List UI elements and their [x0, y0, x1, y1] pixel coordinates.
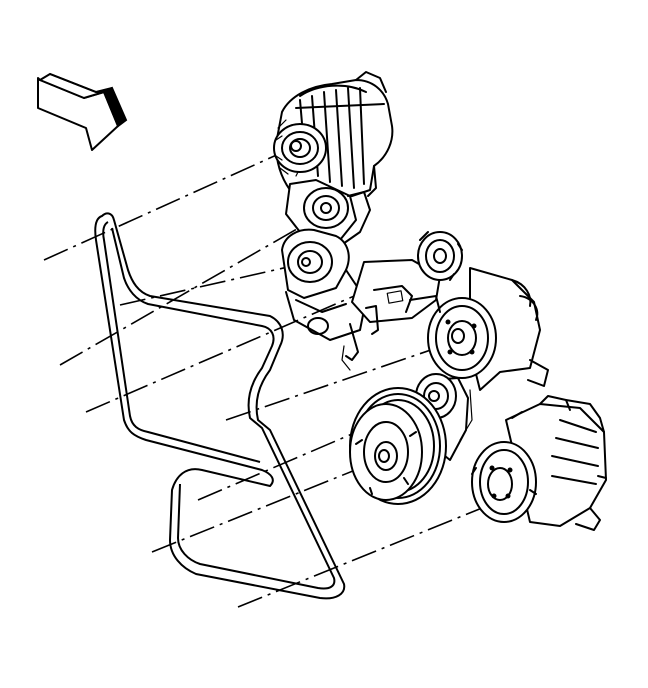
wp-centerline: [225, 339, 461, 421]
crank-centerline: [151, 455, 391, 553]
ac-centerline: [237, 507, 483, 608]
idler-pulley-upper: [285, 179, 371, 247]
ac-compressor: [471, 395, 607, 531]
idler-centerline: [59, 209, 331, 366]
crankshaft-balancer: [349, 387, 447, 505]
centerlines: [43, 147, 483, 608]
water-pump: [427, 267, 549, 391]
engine-bracket: [341, 295, 473, 441]
drive-belt: [94, 212, 346, 600]
belt-tensioner: [281, 228, 367, 341]
ps-centerline: [85, 257, 443, 413]
direction-arrow: [37, 72, 128, 151]
tensioner-centerline: [119, 261, 311, 306]
generator: [273, 71, 394, 201]
